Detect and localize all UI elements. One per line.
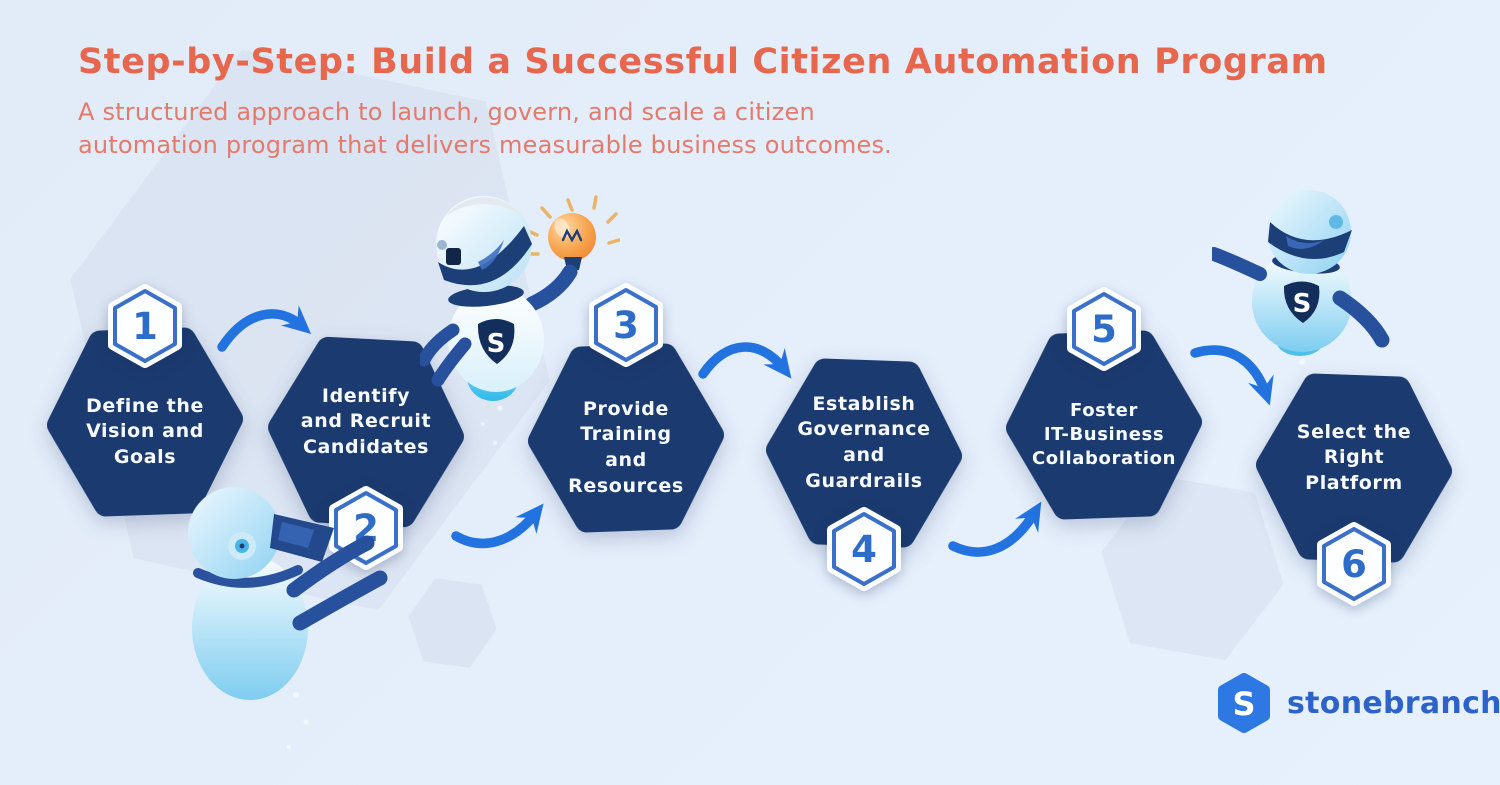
step-1-label: Define the Vision and Goals [86,394,204,468]
step-3-card: Provide Training and Resources 3 [526,283,726,533]
step-3-number: 3 [613,303,639,347]
arrow-step2-to-step3 [451,503,544,549]
step-5-label: Foster IT-Business Collaboration [1031,399,1177,470]
page-title: Step-by-Step: Build a Successful Citizen… [78,42,1328,82]
step-6-number: 6 [1341,542,1367,586]
robot-monogram: S [487,329,506,359]
stonebranch-logo-monogram: S [1232,685,1255,723]
step-6-label: Select the Right Platform [1296,420,1412,494]
robot-collar [448,285,524,307]
robot-eye [228,532,256,560]
step-4-card: Establish Governance and Guardrails 4 [764,358,964,591]
robot-eye [1329,215,1343,229]
step-1-card: Define the Vision and Goals 1 [45,284,245,517]
step-5-number-badge: 5 [1063,285,1145,373]
robot-arm [524,264,578,312]
step-2-number: 2 [353,506,379,550]
lightbulb-rays [524,195,620,256]
step-5-hexagon [1006,330,1202,520]
robot-visor [438,226,532,286]
robot-body [1252,252,1352,352]
robot-visor [1268,222,1352,260]
step-2-card: Identify and Recruit Candidates 2 [266,336,466,570]
robot-body [192,556,308,700]
robot-wing [292,570,388,631]
step-6-card: Select the Right Platform 6 [1254,373,1454,606]
exhaust-particles-robot-lightbulb [481,385,503,445]
robot-chest-shield: S [477,319,515,364]
page-subtitle: A structured approach to launch, govern,… [78,98,892,159]
robot-collar [1272,254,1340,274]
step-2-hexagon [268,336,464,528]
stonebranch-logo-text: stonebranch [1287,685,1500,721]
robot-wing [1332,290,1390,348]
step-3-label: Provide Training and Resources [568,397,684,497]
stonebranch-logo-hexagon: S [1218,673,1270,733]
step-3-hexagon [528,343,724,533]
step-5-number: 5 [1091,307,1117,351]
step-4-number: 4 [851,527,877,571]
step-2-label: Identify and Recruit Candidates [300,384,432,458]
robot-right: S [1212,190,1390,356]
robot-thruster [1276,324,1324,356]
step-1-number: 1 [132,304,158,348]
step-4-label: Establish Governance and Guardrails [797,392,931,492]
header: Step-by-Step: Build a Successful Citizen… [78,42,1418,161]
step-1-number-badge: 1 [104,282,186,370]
step-4-hexagon [766,358,962,548]
step-3-number-badge: 3 [585,281,667,369]
robot-helmet [436,196,532,292]
robot-monogram: S [1293,289,1312,319]
step-5-card: Foster IT-Business Collaboration 5 [1004,287,1204,520]
robot-thruster [467,353,519,401]
step-6-number-badge: 6 [1313,520,1395,608]
robot-collar [193,565,303,588]
step-4-number-badge: 4 [823,505,905,593]
stonebranch-logo: S stonebranch [1216,672,1500,734]
step-2-number-badge: 2 [325,484,407,572]
robot-chest-shield: S [1283,281,1320,323]
robot-wing [1212,247,1267,281]
lightbulb-icon [548,213,596,270]
step-6-hexagon [1256,373,1452,563]
robot-helmet [1267,190,1351,274]
exhaust-particles-robot-left [281,656,309,749]
watermark-hexagon-small [408,578,497,668]
